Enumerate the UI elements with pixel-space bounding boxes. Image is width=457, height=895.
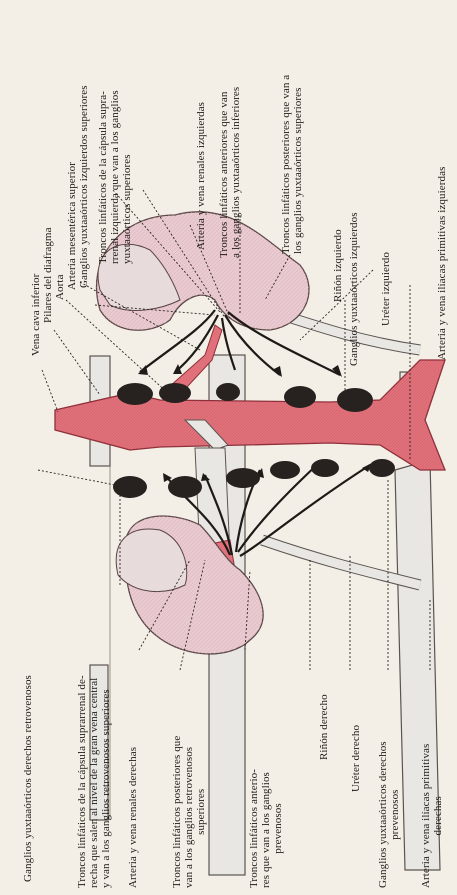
- label-ganglios-prev-der: Ganglios yuxtaaórticos derechos prevenos…: [377, 741, 401, 888]
- label-line: Troncos linfáticos anterio-: [248, 769, 260, 888]
- label-line: yuxtaaórticos superiores: [121, 90, 133, 264]
- label-line: prevenosos: [272, 769, 284, 888]
- label-ganglios-yux-izq-sup: Ganglios yuxtaaórticos izquierdos superi…: [78, 85, 90, 288]
- label-arteria-vena-iliacas-der: Arteria y vena ilíacas primitivas derech…: [420, 744, 444, 888]
- label-line: derechas: [432, 744, 444, 888]
- label-troncos-ant-izq: Troncos linfáticos anteriores que van a …: [218, 87, 242, 258]
- aorta: [55, 360, 445, 470]
- label-line: res que van a los ganglios: [260, 769, 272, 888]
- label-arteria-mesenterica: Arteria mesentérica superior: [66, 162, 78, 290]
- label-arteria-vena-renales-izq: Arteria y vena renales izquierdas: [195, 102, 207, 250]
- label-line: Troncos linfáticos posteriores que: [171, 736, 183, 888]
- label-troncos-post-der: Troncos linfáticos posteriores que van a…: [171, 736, 207, 888]
- label-line: prevenosos: [389, 741, 401, 888]
- label-pilares-diafragma: Pilares del diafragma: [42, 227, 54, 323]
- label-line: superiores: [195, 736, 207, 888]
- label-ureter-der: Uréter derecho: [350, 725, 362, 792]
- label-line: rrenal izquierda que van a los ganglios: [109, 90, 121, 264]
- label-rinon-izq: Riñón izquierdo: [332, 229, 344, 302]
- label-line: Troncos linfáticos de la cápsula supra-: [97, 90, 109, 264]
- label-aorta: Aorta: [54, 274, 66, 300]
- label-line: Ganglios yuxtaaórticos derechos: [377, 741, 389, 888]
- label-line: los ganglios yuxtaaórticos superiores: [292, 75, 304, 254]
- label-vena-cava-inferior: Vena cava inferior: [30, 274, 42, 356]
- label-line: a los ganglios yuxtaaórticos inferiores: [230, 87, 242, 258]
- label-line: Troncos linfáticos posteriores que van a: [280, 75, 292, 254]
- label-troncos-supra-izq: Troncos linfáticos de la cápsula supra- …: [97, 90, 133, 264]
- label-line: Arteria y vena ilíacas primitivas: [420, 744, 432, 888]
- label-line: Troncos linfáticos de la cápsula suprarr…: [76, 675, 88, 888]
- label-line: van a los ganglios retrovenosos: [183, 736, 195, 888]
- label-troncos-post-izq: Troncos linfáticos posteriores que van a…: [280, 75, 304, 254]
- label-troncos-supra-der: Troncos linfáticos de la cápsula suprarr…: [76, 675, 112, 888]
- label-line: recha que salen al nivel de la gran vena…: [88, 675, 100, 888]
- label-ganglios-yux-izq: Ganglios yuxtaaórticos izquierdos: [348, 212, 360, 366]
- label-ganglios-retro-der: Ganglios yuxtaaórticos derechos retroven…: [22, 675, 34, 882]
- label-troncos-ant-der: Troncos linfáticos anterio- res que van …: [248, 769, 284, 888]
- label-arteria-vena-iliacas-izq: Arteria y vena ilíacas primitivas izquie…: [436, 167, 448, 360]
- label-ureter-izq: Uréter izquierdo: [380, 252, 392, 326]
- label-rinon-der: Riñón derecho: [318, 694, 330, 760]
- label-line: y van a los ganglios retrovenosos superi…: [100, 675, 112, 888]
- label-arteria-vena-renales-der: Arteria y vena renales derechas: [127, 747, 139, 888]
- label-line: Troncos linfáticos anteriores que van: [218, 87, 230, 258]
